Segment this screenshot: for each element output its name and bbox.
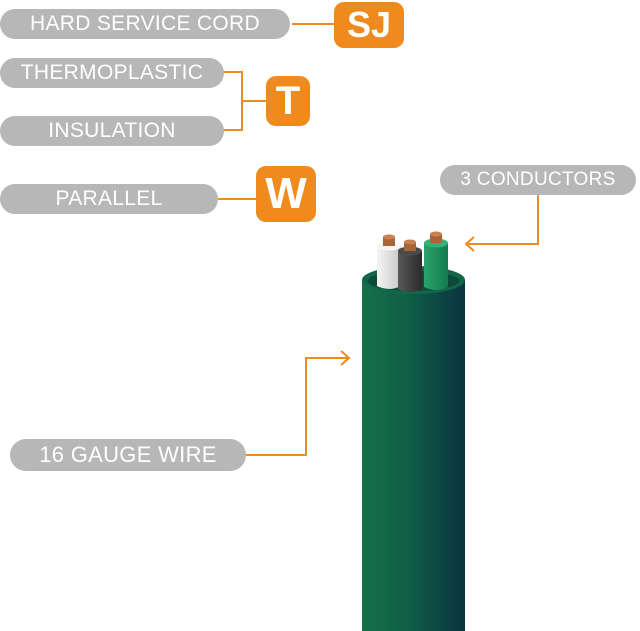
label-3-conductors: 3 CONDUCTORS <box>440 165 636 195</box>
cable-icon <box>362 231 465 631</box>
gauge-leader-line <box>246 357 348 456</box>
label-hard-service-cord: HARD SERVICE CORD <box>0 9 290 39</box>
t-bracket-line <box>222 71 243 131</box>
badge-sj: SJ <box>334 2 404 48</box>
label-insulation: INSULATION <box>0 116 224 146</box>
label-parallel: PARALLEL <box>0 184 218 214</box>
conductors-leader-line <box>466 194 539 245</box>
badge-t: T <box>266 76 310 126</box>
badge-w: W <box>256 166 316 222</box>
arrowhead-icon <box>464 236 475 252</box>
arrowhead-icon <box>340 350 351 366</box>
label-thermoplastic: THERMOPLASTIC <box>0 58 224 88</box>
label-16-gauge-wire: 16 GAUGE WIRE <box>10 439 246 471</box>
